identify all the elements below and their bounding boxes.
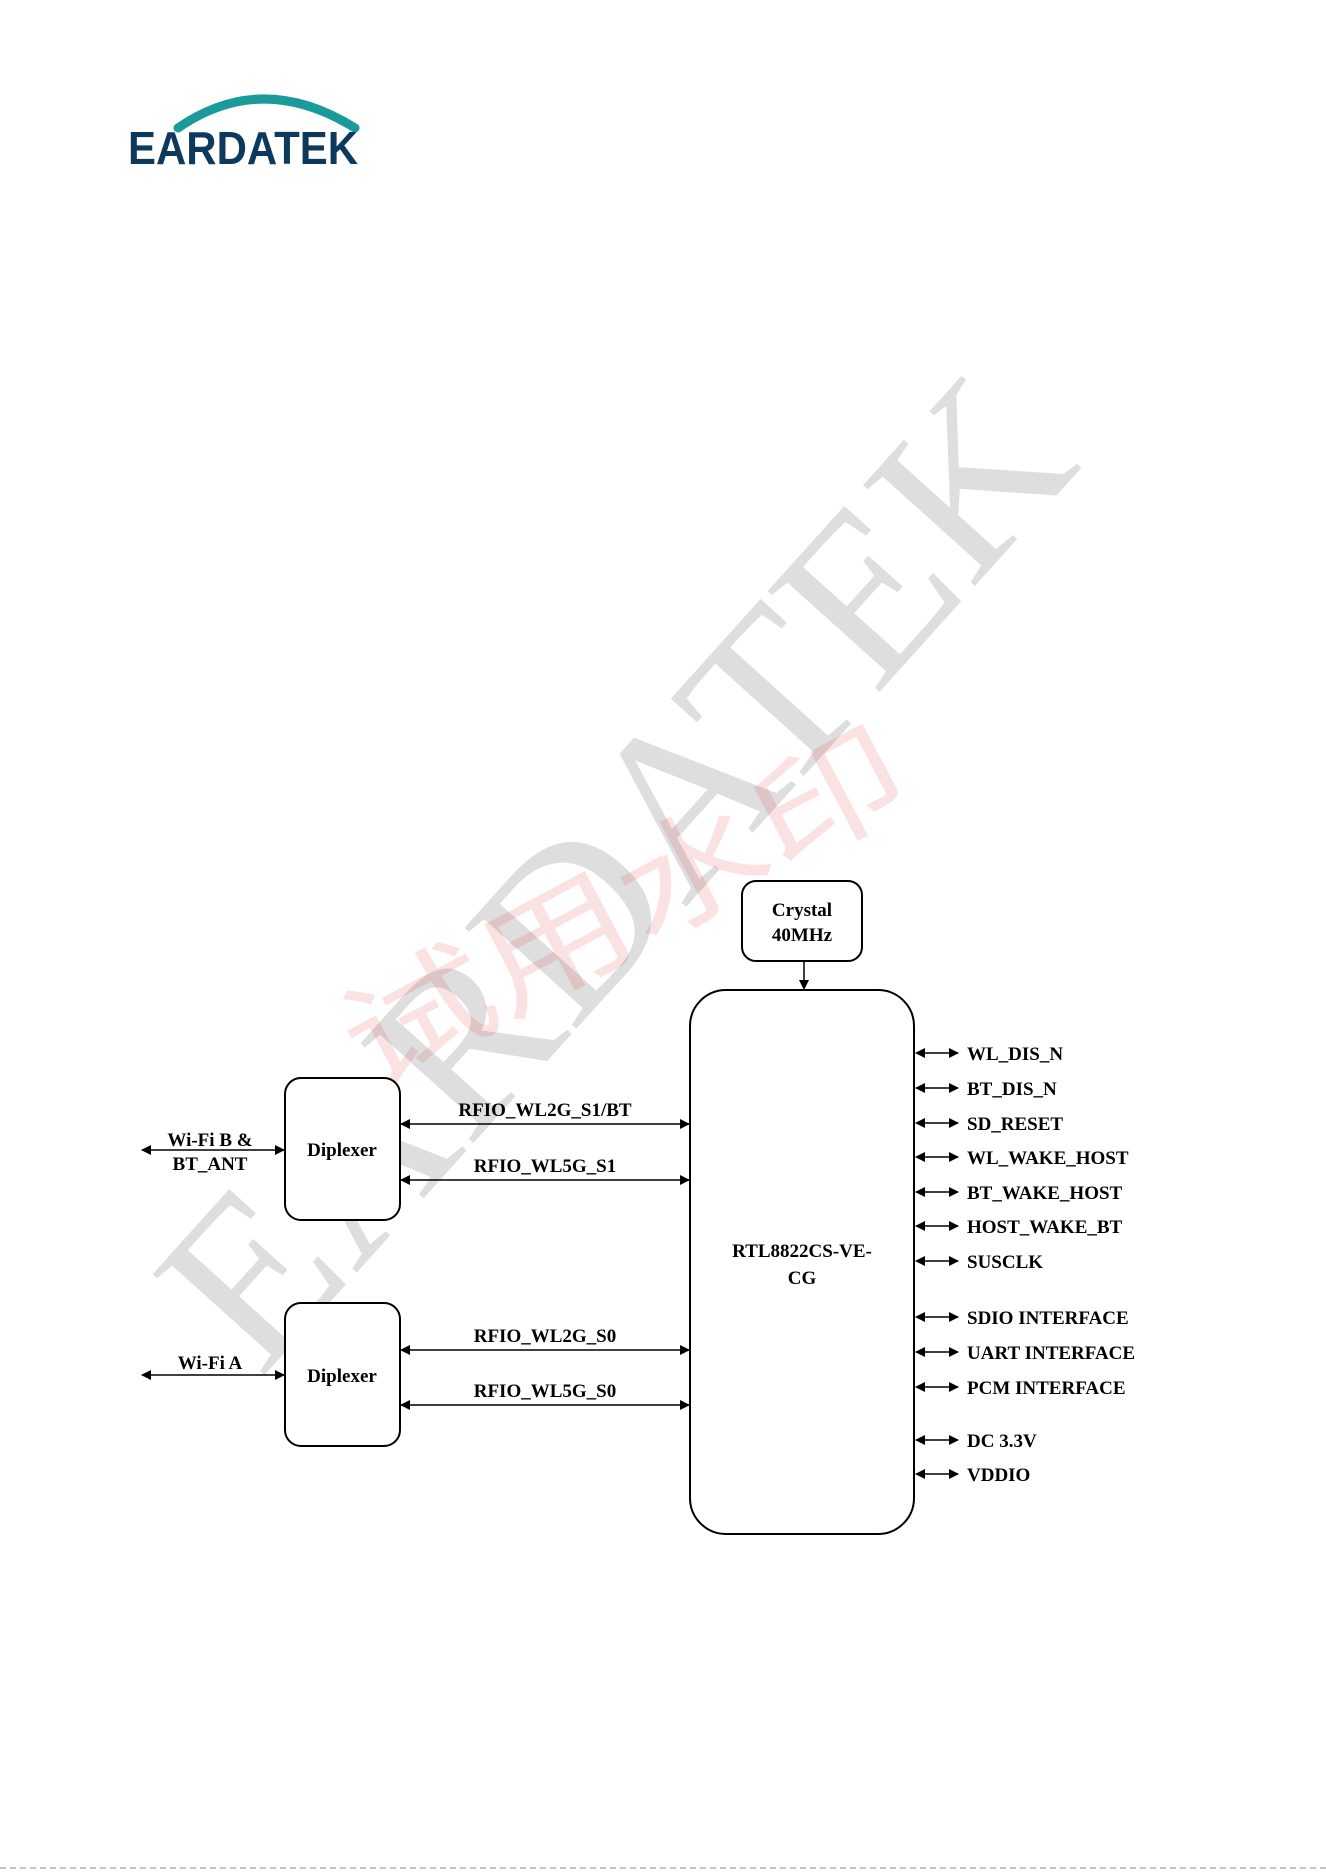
crystal-block: Crystal 40MHz — [742, 881, 862, 961]
diplexer-top-label: Diplexer — [307, 1140, 377, 1161]
crystal-label: Crystal — [772, 900, 832, 921]
signal-pins: WL_DIS_N BT_DIS_N SD_RESET WL_WAKE_HOST BT_W… — [916, 1044, 1135, 1486]
diplexer-bottom: Diplexer — [285, 1303, 400, 1446]
signal-pin-label: SUSCLK — [967, 1252, 1043, 1273]
signal-pin-label: VDDIO — [967, 1465, 1030, 1486]
rf-link-label: RFIO_WL5G_S0 — [474, 1381, 617, 1402]
crystal-box — [742, 881, 862, 961]
signal-pin-label: WL_DIS_N — [967, 1044, 1063, 1065]
chip-label: RTL8822CS-VE- — [732, 1241, 872, 1262]
diplexer-bottom-label: Diplexer — [307, 1366, 377, 1387]
signal-pin-label: BT_WAKE_HOST — [967, 1183, 1123, 1204]
antenna-a-label: Wi-Fi A — [178, 1353, 243, 1374]
company-logo: EARDATEK — [128, 99, 358, 174]
chip-box — [690, 990, 914, 1534]
rf-link-label: RFIO_WL2G_S0 — [474, 1326, 617, 1347]
signal-pin-label: UART INTERFACE — [967, 1343, 1135, 1364]
chip-block: RTL8822CS-VE- CG — [690, 990, 914, 1534]
chip-label-suffix: CG — [788, 1268, 817, 1289]
diplexer-top: Diplexer — [285, 1078, 400, 1220]
signal-pin-label: PCM INTERFACE — [967, 1378, 1126, 1399]
crystal-frequency: 40MHz — [772, 925, 833, 946]
signal-pin-label: DC 3.3V — [967, 1431, 1037, 1452]
antenna-b-sublabel: BT_ANT — [173, 1154, 248, 1175]
rf-link-label: RFIO_WL5G_S1 — [474, 1156, 617, 1177]
rf-link-label: RFIO_WL2G_S1/BT — [458, 1100, 631, 1121]
logo-text: EARDATEK — [128, 122, 358, 174]
signal-pin-label: SDIO INTERFACE — [967, 1308, 1129, 1329]
antenna-b-label: Wi-Fi B & — [167, 1130, 252, 1151]
signal-pin-label: SD_RESET — [967, 1114, 1063, 1135]
signal-pin-label: HOST_WAKE_BT — [967, 1217, 1123, 1238]
signal-pin-label: BT_DIS_N — [967, 1079, 1057, 1100]
signal-pin-label: WL_WAKE_HOST — [967, 1148, 1129, 1169]
